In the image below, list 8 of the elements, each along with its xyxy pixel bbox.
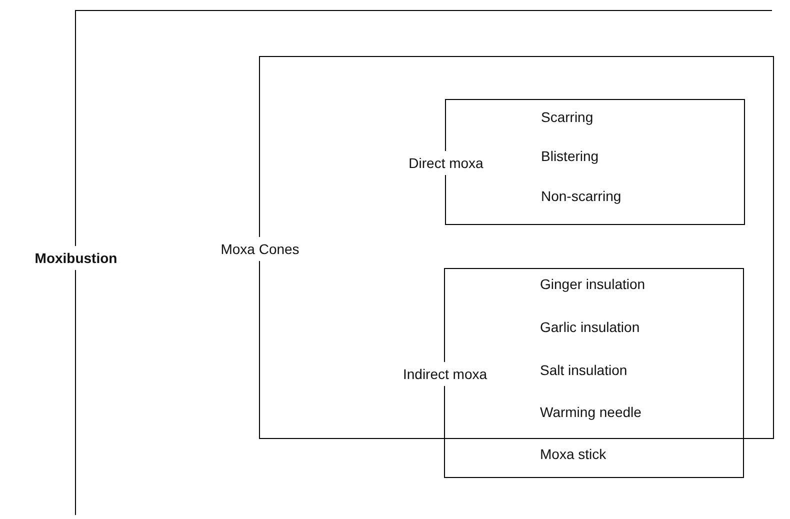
list-item: Scarring — [541, 109, 594, 125]
list-item: Warming needle — [540, 404, 642, 420]
list-item: Garlic insulation — [540, 319, 640, 335]
list-item: Blistering — [541, 148, 599, 164]
list-item: Ginger insulation — [540, 276, 646, 292]
list-item: Non-scarring — [541, 188, 622, 204]
list-item: Moxa stick — [540, 446, 606, 462]
list-item: Salt insulation — [540, 362, 628, 378]
